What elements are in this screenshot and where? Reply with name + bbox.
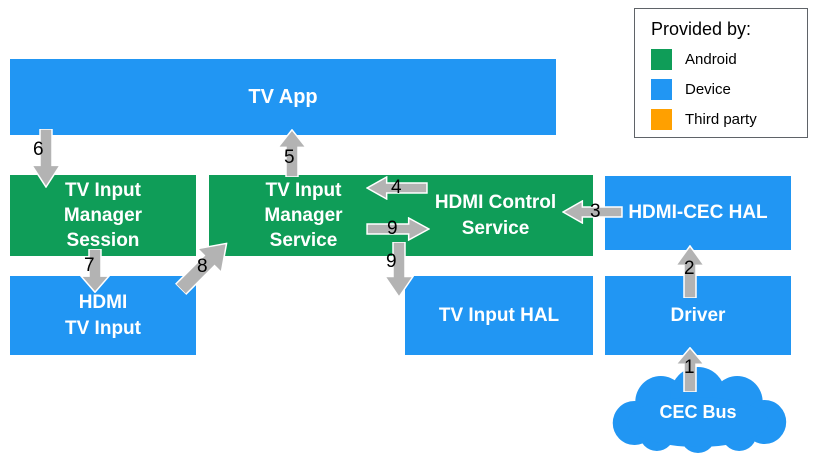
arrow-6-label: 6 <box>33 139 44 160</box>
arrow-3-label: 3 <box>590 201 601 222</box>
arrow-4: 4 <box>366 176 428 200</box>
arrow-up-icon <box>675 245 705 298</box>
arrow-4-label: 4 <box>391 177 402 198</box>
box-tv-input-manager-session-label: TV Input Manager Session <box>63 179 143 252</box>
arrow-up-icon <box>675 347 705 392</box>
box-hdmi-tv-input-label: HDMI TV Input <box>65 292 141 339</box>
arrow-2-label: 2 <box>684 258 695 279</box>
legend-item-third-party: Third party <box>651 109 807 130</box>
box-tv-input-hal-label: TV Input HAL <box>438 304 560 326</box>
arrow-1-label: 1 <box>684 357 695 378</box>
arrow-left-icon <box>562 200 623 224</box>
arrow-6: 6 <box>31 129 61 188</box>
box-tv-input-hal: TV Input HAL <box>405 276 593 355</box>
legend-item-third-party-label: Third party <box>685 111 757 128</box>
box-hdmi-tv-input: HDMI TV Input <box>10 276 196 355</box>
box-tv-input-manager-session: TV Input Manager Session <box>10 175 196 256</box>
arrow-9-vertical-label: 9 <box>386 251 397 272</box>
cec-bus-label: CEC Bus <box>659 402 737 422</box>
cec-bus-cloud: CEC Bus <box>600 365 796 455</box>
arrow-7: 7 <box>80 249 110 293</box>
box-driver-label: Driver <box>670 304 726 326</box>
legend-item-android-label: Android <box>685 51 737 68</box>
box-tv-app-label: TV App <box>248 85 318 108</box>
third-party-color-swatch <box>651 109 672 130</box>
arrow-9-horizontal-label: 9 <box>387 218 398 239</box>
box-hdmi-cec-hal-label: HDMI-CEC HAL <box>628 202 768 224</box>
box-hdmi-control-service: HDMI Control Service <box>398 175 593 256</box>
box-tv-input-manager-service-label: TV Input Manager Service <box>264 179 343 252</box>
legend-title: Provided by: <box>651 19 752 39</box>
arrow-5-label: 5 <box>284 147 295 168</box>
box-hdmi-cec-hal: HDMI-CEC HAL <box>605 176 791 250</box>
cloud-icon <box>612 367 787 453</box>
arrow-down-icon <box>80 249 110 293</box>
arrow-2: 2 <box>675 245 705 298</box>
arrow-5: 5 <box>277 129 307 177</box>
arrow-up-right-icon <box>168 230 240 302</box>
legend-item-device-label: Device <box>685 81 731 98</box>
arrow-3: 3 <box>562 200 623 224</box>
arrow-down-icon <box>384 242 414 298</box>
box-tv-app: TV App <box>10 59 556 135</box>
arrow-8-label: 8 <box>197 256 208 277</box>
arrow-7-label: 7 <box>84 255 95 276</box>
box-driver: Driver <box>605 276 791 355</box>
arrow-9-vertical: 9 <box>384 242 414 298</box>
arrow-right-icon <box>366 217 430 241</box>
android-color-swatch <box>651 49 672 70</box>
arrow-8: 8 <box>186 233 222 299</box>
legend-item-android: Android <box>651 49 807 70</box>
legend-item-device: Device <box>651 79 807 100</box>
arrow-up-icon <box>277 129 307 177</box>
legend: Provided by: Android Device Third party <box>634 8 808 138</box>
box-hdmi-control-service-label: HDMI Control Service <box>434 192 557 239</box>
device-color-swatch <box>651 79 672 100</box>
arrow-left-icon <box>366 176 428 200</box>
arrow-1: 1 <box>675 347 705 392</box>
arrow-down-icon <box>31 129 61 188</box>
arrow-9-horizontal: 9 <box>366 217 430 241</box>
